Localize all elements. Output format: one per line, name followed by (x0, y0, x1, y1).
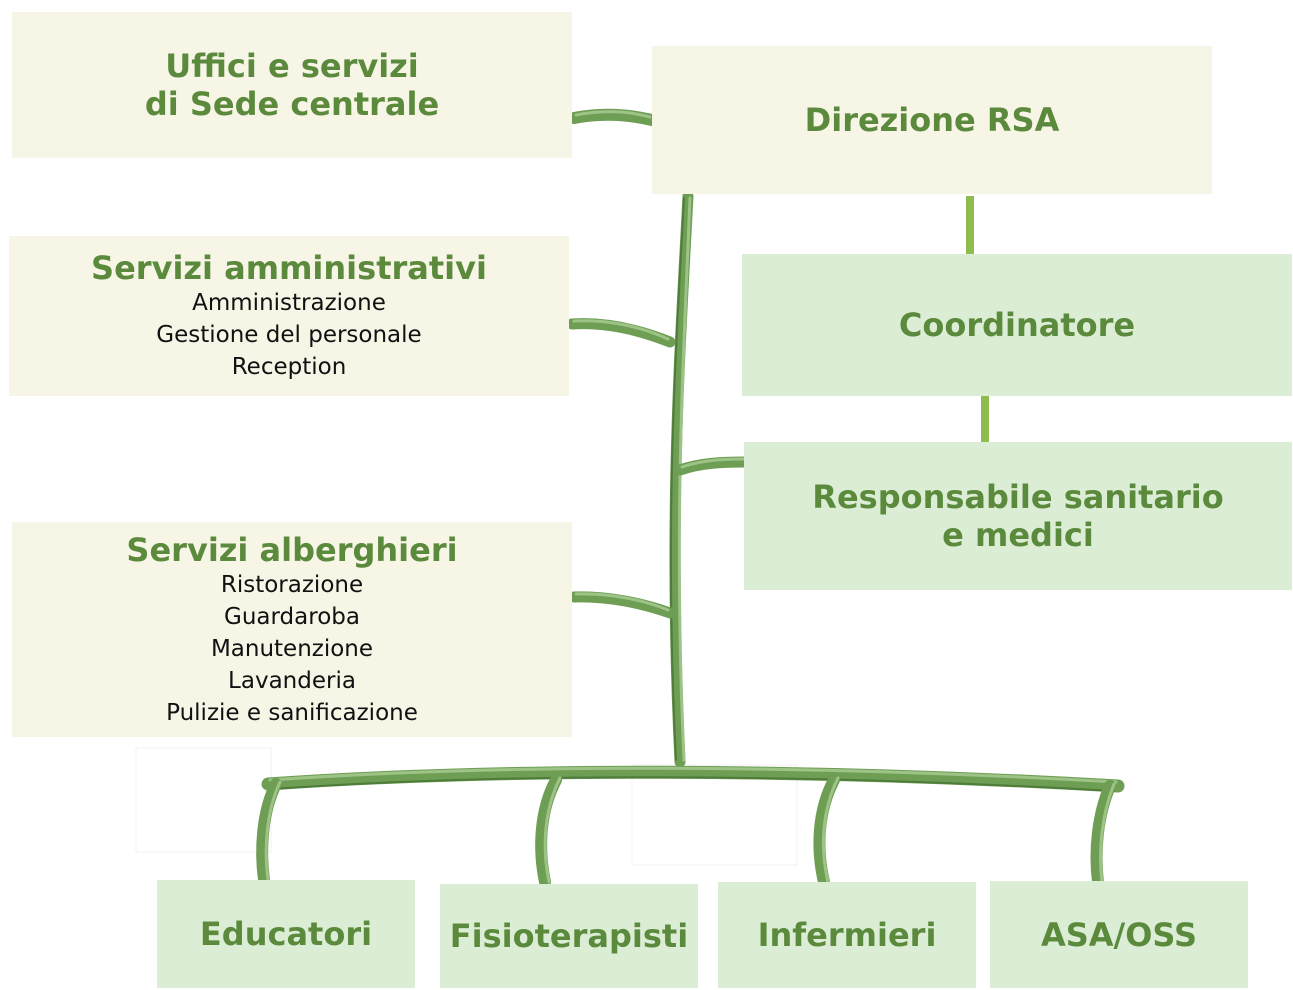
blank-placeholder-2 (631, 764, 798, 866)
servizi-alberghieri-item: Guardaroba (224, 603, 360, 630)
servizi-alberghieri-item: Manutenzione (210, 635, 374, 662)
servizi-alberghieri-box: Servizi alberghieri Ristorazione Guardar… (12, 522, 572, 737)
direzione-title: Direzione RSA (804, 101, 1060, 139)
servizi-amministrativi-item: Amministrazione (192, 290, 386, 316)
servizi-amministrativi-title: Servizi amministrativi (91, 249, 487, 287)
sede-centrale-box: Uffici e servizi di Sede centrale (12, 12, 572, 158)
infermieri-title: Infermieri (757, 916, 937, 954)
servizi-alberghieri-item: Lavanderia (228, 667, 356, 694)
blank-placeholder-1 (135, 747, 272, 853)
coordinatore-box: Coordinatore (742, 254, 1292, 396)
servizi-alberghieri-title: Servizi alberghieri (126, 530, 458, 569)
fisioterapisti-title: Fisioterapisti (449, 917, 689, 955)
servizi-amministrativi-item: Gestione del personale (156, 322, 422, 348)
side-branches (566, 108, 751, 619)
fisioterapisti-box: Fisioterapisti (440, 884, 698, 988)
educatori-box: Educatori (157, 880, 415, 988)
coordinatore-title: Coordinatore (898, 306, 1136, 344)
bottom-branches (256, 765, 1125, 888)
main-trunk (669, 190, 694, 768)
servizi-alberghieri-item: Pulizie e sanificazione (166, 699, 418, 726)
asa-oss-box: ASA/OSS (990, 881, 1248, 988)
responsabile-title: Responsabile sanitario e medici (812, 478, 1224, 554)
servizi-amministrativi-box: Servizi amministrativi Amministrazione G… (9, 236, 569, 396)
direzione-box: Direzione RSA (652, 46, 1212, 194)
sede-centrale-title: Uffici e servizi di Sede centrale (144, 47, 440, 123)
responsabile-box: Responsabile sanitario e medici (744, 442, 1292, 590)
servizi-alberghieri-item: Ristorazione (220, 571, 364, 598)
educatori-title: Educatori (199, 915, 373, 953)
servizi-amministrativi-item: Reception (231, 354, 347, 380)
vertical-connectors (966, 196, 989, 442)
asa-oss-title: ASA/OSS (1040, 915, 1198, 954)
infermieri-box: Infermieri (718, 882, 976, 988)
